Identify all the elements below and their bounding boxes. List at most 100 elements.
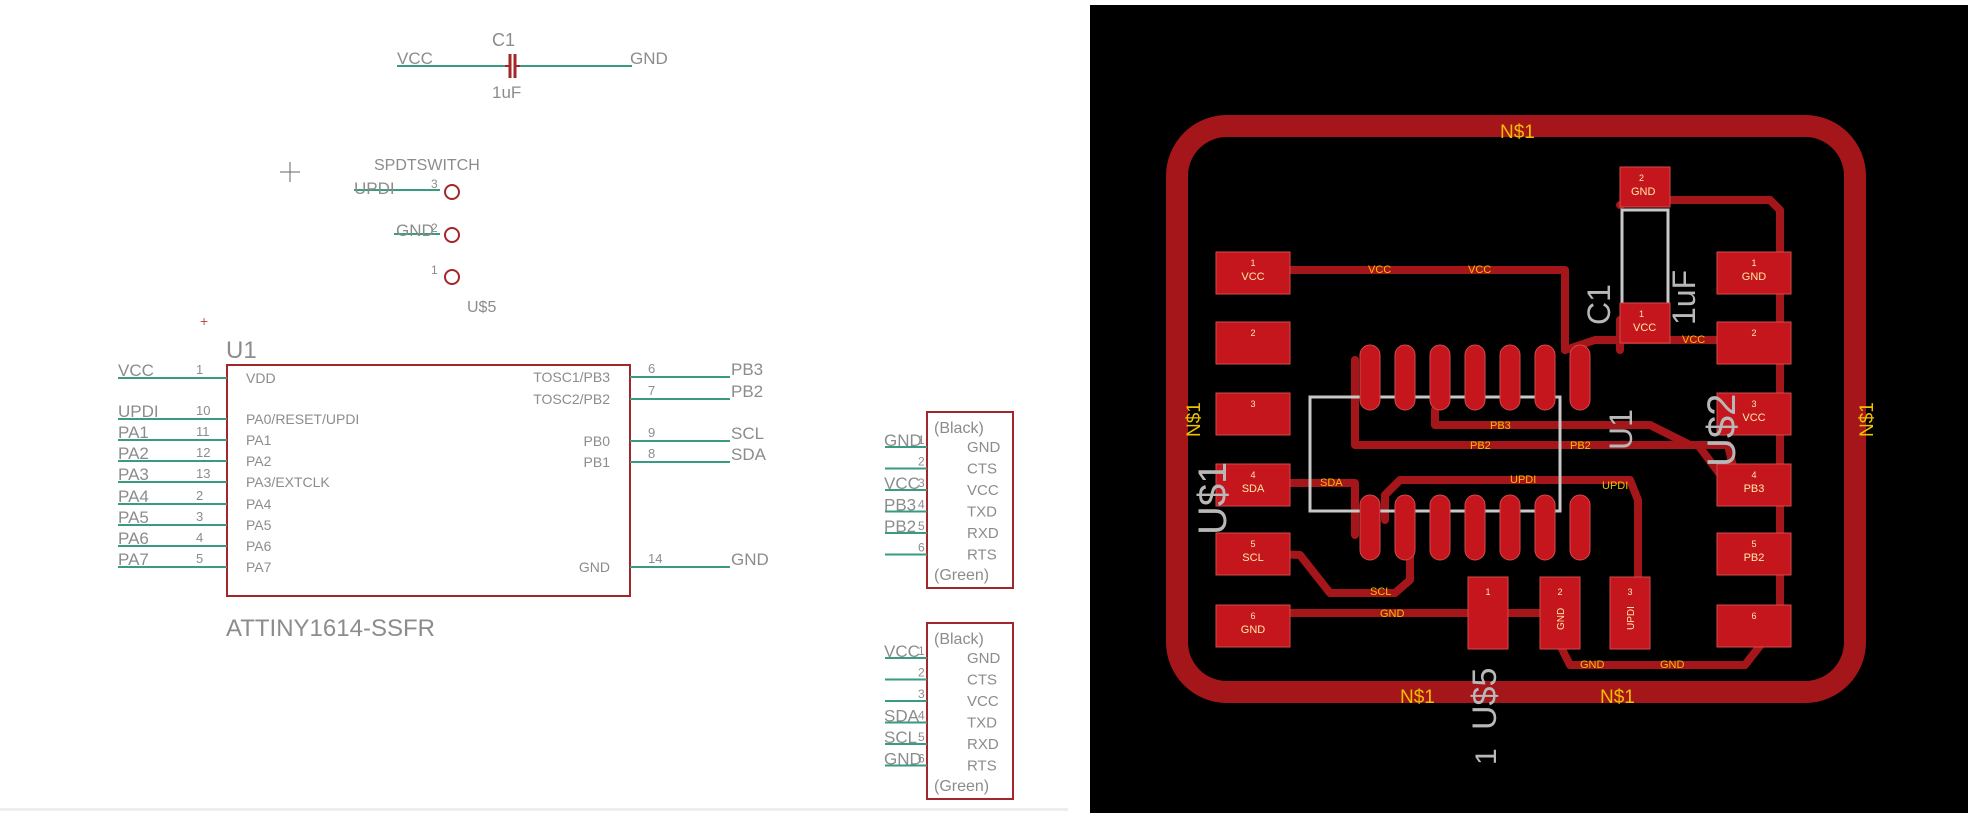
header-pad[interactable] [1215, 392, 1291, 436]
mcu-left-pin-num: 10 [196, 403, 210, 418]
header-pin-num: 2 [918, 455, 925, 469]
header-pad[interactable] [1215, 251, 1291, 295]
trace-scl [1249, 531, 1414, 597]
header-pad[interactable] [1716, 532, 1792, 576]
switch-pad[interactable] [1467, 576, 1509, 650]
mcu-right-pin-num: 6 [648, 361, 655, 376]
switch-pad-net: UPDI [1626, 606, 1637, 630]
header-pad-net: GND [1742, 271, 1767, 283]
board-mcu[interactable]: U1 [1308, 344, 1639, 561]
switch-pin-3: 3 [431, 177, 438, 191]
mcu-pad-bottom [1499, 494, 1521, 561]
mcu-left-net: PA7 [118, 550, 149, 569]
ring-label-top: N$1 [1500, 122, 1535, 143]
header-pin-num: 6 [918, 541, 925, 555]
board-cap[interactable]: 2 GND 1 VCC C1 1uF [1581, 166, 1702, 344]
mcu-right-pin-num: 7 [648, 383, 655, 398]
header-pin-label: RXD [967, 525, 999, 542]
header-pin-label: GND [967, 439, 1001, 456]
switch-pin-label: 1 [1470, 748, 1503, 765]
header-pad[interactable] [1716, 251, 1792, 295]
board-view[interactable]: N$1 N$1 N$1 N$1 N$1 VCC [1090, 5, 1968, 813]
mcu-left-net: PA2 [118, 444, 149, 463]
header-pin-num: 5 [918, 519, 925, 533]
mcu-right-pin-num: 8 [648, 446, 655, 461]
mcu-left-pin-num: 2 [196, 488, 203, 503]
header-net: VCC [884, 642, 920, 661]
header-pin-label: RXD [967, 736, 999, 753]
mcu-pad-bottom [1569, 494, 1591, 561]
switch-pad[interactable] [1539, 576, 1581, 650]
right-header-ref: U$2 [1700, 394, 1744, 467]
header-pad[interactable] [1215, 463, 1291, 507]
mcu-pad-bottom [1464, 494, 1486, 561]
trace-vcc-left [1249, 266, 1569, 354]
mcu-pad-top [1534, 344, 1556, 411]
header-pad[interactable] [1716, 392, 1792, 436]
cap-pad-2-num: 2 [1639, 173, 1644, 183]
header-pad-num: 2 [1751, 328, 1756, 338]
mcu-pad-top [1499, 344, 1521, 411]
switch-terminal-2 [444, 227, 460, 243]
switch-net-gnd: GND [396, 221, 434, 240]
header-2-body [926, 622, 1014, 800]
capacitor-name: C1 [492, 30, 515, 50]
header-pad-num: 1 [1250, 258, 1255, 268]
schematic-view[interactable]: C1 1uF VCC GND + SPDTSWITCH UPDI GND 3 2… [0, 0, 1068, 813]
header-net: PB3 [884, 496, 916, 515]
label-sda: SDA [1320, 477, 1343, 489]
header-pin-label: TXD [967, 504, 997, 521]
capacitor-net-right: GND [630, 49, 668, 68]
mcu-pad-bottom [1394, 494, 1416, 561]
header-net: GND [884, 431, 922, 450]
ring-label-bottom-2: N$1 [1600, 687, 1635, 708]
header-pad-net: SCL [1242, 552, 1263, 564]
header-pad[interactable] [1716, 604, 1792, 648]
switch-pad[interactable] [1609, 576, 1651, 650]
switch-pin-2: 2 [431, 221, 438, 235]
header-1-top: (Black) [934, 420, 984, 437]
mcu-right-pin-label: TOSC1/PB3 [533, 369, 610, 385]
switch-net-updi: UPDI [354, 179, 395, 198]
header-net: SDA [884, 707, 920, 726]
spdt-switch[interactable]: SPDTSWITCH UPDI GND 3 2 1 U$5 [354, 157, 496, 316]
label-updi-1: UPDI [1510, 474, 1536, 486]
header-pad[interactable] [1716, 463, 1792, 507]
mcu-pad-bottom [1359, 494, 1381, 561]
header-pad-num: 5 [1751, 539, 1756, 549]
mcu-part: ATTINY1614-SSFR [226, 615, 435, 642]
mcu-right-pin-num: 14 [648, 551, 662, 566]
cap-pad-2-net: GND [1631, 186, 1656, 198]
cap-pad-1-num: 1 [1639, 309, 1644, 319]
label-vcc-1: VCC [1368, 264, 1391, 276]
header-pad[interactable] [1215, 321, 1291, 365]
mcu-left-net: PA3 [118, 465, 149, 484]
board-canvas: N$1 N$1 N$1 N$1 N$1 VCC [1166, 115, 1878, 765]
mcu-left-pin-label: PA3/EXTCLK [246, 474, 330, 490]
header-pad-num: 6 [1250, 611, 1255, 621]
header-pad[interactable] [1215, 604, 1291, 648]
label-pb3: PB3 [1490, 420, 1511, 432]
ring-label-right: N$1 [1857, 402, 1878, 437]
cap-pad-1 [1619, 302, 1671, 344]
mcu-right-pin-label: PB0 [584, 433, 611, 449]
trace-pb2 [1351, 356, 1732, 489]
header-pin-num: 2 [918, 666, 925, 680]
header-pin-label: VCC [967, 482, 999, 499]
capacitor-c1[interactable]: C1 1uF VCC GND [397, 30, 668, 102]
header-pin-num: 3 [918, 687, 925, 701]
switch-pad-num: 2 [1557, 587, 1562, 597]
header-pad[interactable] [1215, 532, 1291, 576]
mcu-right-net: PB2 [731, 382, 763, 401]
header-pad[interactable] [1716, 321, 1792, 365]
mcu-pad-bottom [1534, 494, 1556, 561]
mcu-right-net: SDA [731, 445, 767, 464]
mcu-right-pin-label: GND [579, 559, 610, 575]
